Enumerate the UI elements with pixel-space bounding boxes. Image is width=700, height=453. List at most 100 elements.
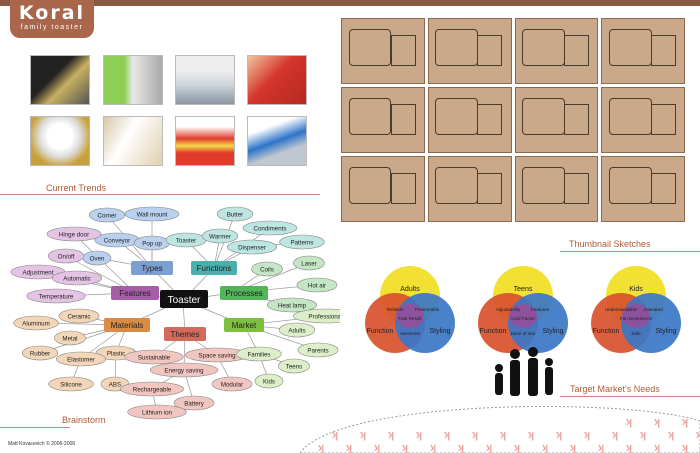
mindmap-bubble-label: On/off	[58, 253, 75, 260]
pattern-mark: ʞ	[570, 442, 576, 453]
mindmap-bubble	[266, 297, 317, 313]
pattern-mark: ʞ	[388, 429, 394, 441]
mindmap-category-label: Functions	[197, 264, 232, 273]
sketch	[601, 87, 685, 153]
pattern-mark: ʞ	[402, 442, 408, 453]
mindmap-bubble	[254, 373, 284, 389]
trend-image	[103, 55, 163, 105]
mindmap-bubble	[124, 349, 184, 365]
mindmap-bubble	[293, 255, 325, 271]
trend-image	[30, 116, 90, 166]
mindmap-bubble	[21, 345, 59, 361]
mindmap-bubble-label: Adults	[288, 327, 305, 334]
mindmap-bubble-label: Butter	[227, 211, 244, 218]
mindmap-bubble	[292, 308, 340, 324]
mindmap-category-label: Themes	[171, 330, 200, 339]
mindmap-bubble	[124, 206, 180, 222]
mindmap-bubble	[211, 376, 253, 392]
pattern-mark: ʞ	[332, 429, 338, 441]
mindmap-bubble-label: Professionals	[308, 313, 340, 320]
venn-label: Styling	[542, 328, 563, 335]
pattern-mark: ʞ	[682, 442, 688, 453]
trend-image	[30, 55, 90, 105]
pattern-mark: ʞ	[416, 429, 422, 441]
pattern-mark: ʞ	[458, 442, 464, 453]
mindmap-category	[111, 286, 159, 300]
mindmap-center-label: Toaster	[168, 295, 201, 306]
venn-center	[622, 304, 650, 328]
section-brainstorm: Brainstorm	[62, 415, 106, 425]
pattern-mark: ʞ	[486, 442, 492, 453]
venn-label: Adjustability	[496, 307, 521, 312]
venn-label: Teens	[514, 286, 533, 293]
mindmap-bubble-label: Families	[247, 351, 270, 358]
mindmap-category	[191, 261, 237, 275]
venn-label: Cool Factor	[511, 316, 535, 321]
mindmap-bubble	[216, 206, 254, 222]
mindmap-bubble	[48, 376, 94, 392]
venn-label: Understandable	[605, 307, 638, 312]
mindmap-bubble-label: Toaster	[176, 237, 196, 244]
mindmap-bubble-label: Lithium ion	[142, 409, 172, 416]
mindmap-bubble-label: Condiments	[253, 225, 286, 232]
mindmap-bubble	[173, 395, 215, 411]
pattern-mark: ʞ	[654, 416, 660, 428]
mindmap-bubble-label: Heat lamp	[278, 302, 307, 309]
pattern-mark: ʞ	[654, 442, 660, 453]
section-current-trends: Current Trends	[46, 183, 107, 193]
pattern-mark: ʞ	[318, 442, 324, 453]
mindmap-category	[131, 261, 173, 275]
venn-label: Features	[531, 307, 550, 312]
mindmap-category	[220, 286, 268, 300]
mindmap-bubble-label: Battery	[184, 400, 205, 407]
mindmap-bubble	[120, 381, 184, 397]
mindmap-bubble	[88, 207, 126, 223]
sketch	[427, 156, 512, 222]
mindmap-bubble-label: Temperature	[39, 293, 74, 300]
mindmap-bubble-label: Adjustment	[23, 269, 54, 276]
sketch	[427, 87, 512, 153]
mindmap-bubble	[296, 277, 338, 293]
mindmap-bubble	[51, 270, 103, 286]
section-thumbnail-sketches: Thumbnail Sketches	[569, 239, 651, 249]
venn-label: Function	[480, 328, 507, 335]
pattern-mark: ʞ	[584, 429, 590, 441]
venn-label: Function	[593, 328, 620, 335]
mindmap-bubble	[127, 404, 187, 420]
trend-image	[247, 55, 307, 105]
mindmap-bubble-label: Teens	[286, 363, 303, 370]
mindmap-bubble-label: Patterns	[290, 239, 313, 246]
sketch	[341, 87, 425, 153]
pattern-mark: ʞ	[430, 442, 436, 453]
mindmap-bubble	[47, 248, 85, 264]
venn-label: Animated	[643, 307, 663, 312]
venn-label: Reliable	[387, 307, 404, 312]
mindmap-category-label: Types	[141, 264, 162, 273]
mindmap-category	[104, 318, 150, 332]
mindmap-bubble-label: Dispenser	[238, 244, 266, 251]
trend-image	[175, 55, 235, 105]
divider	[0, 194, 320, 195]
mindmap-bubble-label: Ceramic	[67, 313, 90, 320]
mindmap-bubble-label: Plastic	[107, 350, 125, 357]
venn-label: Awesome	[400, 331, 421, 336]
venn-center	[396, 304, 424, 328]
mindmap-bubble	[55, 351, 107, 367]
trend-image	[103, 116, 163, 166]
mindmap-bubble-label: Aluminum	[22, 320, 50, 327]
venn-label: Styling	[429, 328, 450, 335]
mindmap-bubble-label: Warmer	[209, 233, 231, 240]
venn-label: Function	[367, 328, 394, 335]
sketch	[514, 156, 599, 222]
sketch	[601, 18, 685, 84]
logo: Koral family toaster	[10, 0, 94, 38]
mindmap-bubble-label: Hinge door	[59, 231, 89, 238]
venn-label: Presentable	[415, 307, 440, 312]
venn-label: Styling	[655, 328, 676, 335]
pattern-mark: ʞ	[640, 429, 646, 441]
sketch	[341, 156, 425, 222]
mindmap-bubble	[149, 362, 219, 378]
mindmap-center	[160, 290, 208, 308]
